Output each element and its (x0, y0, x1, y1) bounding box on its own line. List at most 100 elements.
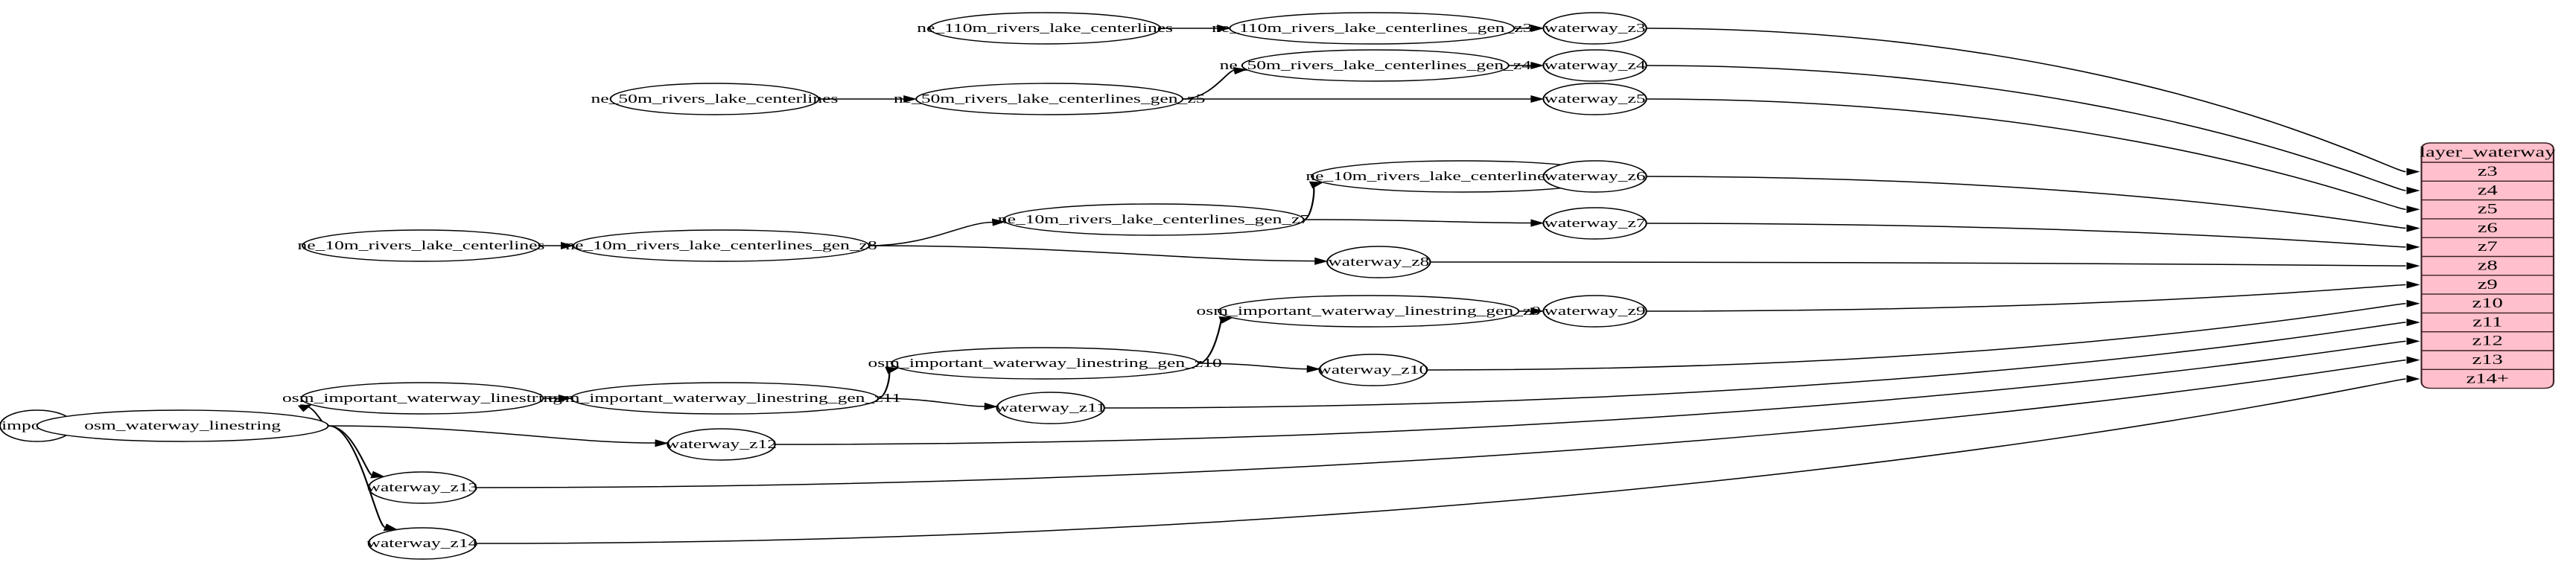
edge-arrow (1530, 307, 1545, 316)
layer-table-row-z4[interactable]: z4 (2478, 182, 2498, 198)
edge-waterway_z4-to-layer_waterway-z4 (1646, 65, 2406, 191)
edge-waterway_z8-to-layer_waterway-z8 (1430, 261, 2406, 267)
node-label: osm_waterway_linestring (84, 418, 281, 433)
layer-table-row-z14plus[interactable]: z14+ (2467, 371, 2509, 386)
node-ne_110m_rivers_lake_centerlines_gen_z3[interactable]: ne_110m_rivers_lake_centerlines_gen_z3 (1212, 12, 1532, 45)
layer-table-row-z9[interactable]: z9 (2478, 276, 2498, 292)
node-shape (1218, 295, 1520, 328)
edge-arrow (2406, 374, 2420, 383)
edge-waterway_z12-to-layer_waterway-z12 (775, 340, 2406, 445)
node-ne_50m_rivers_lake_centerlines_gen_z5[interactable]: ne_50m_rivers_lake_centerlines_gen_z5 (894, 83, 1205, 115)
node-waterway_z14[interactable]: waterway_z14 (367, 527, 478, 560)
node-shape (1542, 295, 1647, 328)
layer-table-row-z10[interactable]: z10 (2472, 296, 2503, 311)
node-ne_10m_rivers_lake_centerlines_gen_z7[interactable]: ne_10m_rivers_lake_centerlines_gen_z7 (998, 203, 1310, 236)
edge-arrow (991, 218, 1006, 226)
node-shape (36, 409, 329, 442)
node-osm_important_waterway_linestring_gen_z10[interactable]: osm_important_waterway_linestring_gen_z1… (868, 347, 1222, 380)
layer-table-row-z3[interactable]: z3 (2478, 164, 2498, 179)
edge-osm_important_waterway_linestring_gen_z10-to-waterway_z10 (1198, 363, 1308, 370)
node-label: waterway_z4 (1544, 58, 1645, 72)
node-ne_50m_rivers_lake_centerlines_gen_z4[interactable]: ne_50m_rivers_lake_centerlines_gen_z4 (1220, 49, 1532, 82)
node-shape (1542, 83, 1647, 115)
node-waterway_z13[interactable]: waterway_z13 (367, 471, 478, 504)
edge-arrow (885, 366, 900, 374)
node-osm_waterway_linestring[interactable]: osm_waterway_linestring (36, 409, 329, 442)
node-label: ne_10m_rivers_lake_centerlines_gen_z8 (565, 238, 877, 252)
edge-arrow (383, 523, 398, 532)
layer-table-row-z12[interactable]: z12 (2472, 333, 2503, 348)
node-label: ne_10m_rivers_lake_centerlines_gen_z6 (1306, 169, 1618, 183)
layer-table-row-z7[interactable]: z7 (2478, 239, 2498, 255)
layer-table-row-z13[interactable]: z13 (2472, 352, 2503, 368)
node-osm_important_waterway_linestring_gen_z9[interactable]: osm_important_waterway_linestring_gen_z9 (1197, 295, 1541, 328)
node-waterway_z5[interactable]: waterway_z5 (1542, 83, 1647, 115)
node-osm_important_waterway_linestring[interactable]: osm_important_waterway_linestring (282, 382, 562, 415)
edge-arrow (1314, 257, 1329, 265)
node-ne_10m_rivers_lake_centerlines_gen_z8[interactable]: ne_10m_rivers_lake_centerlines_gen_z8 (565, 229, 877, 262)
node-waterway_z4[interactable]: waterway_z4 (1542, 49, 1647, 82)
node-shape (1002, 203, 1305, 236)
edge-waterway_z7-to-layer_waterway-z7 (1646, 223, 2406, 248)
edge-arrow (1218, 316, 1233, 324)
edge-osm_important_waterway_linestring_gen_z11-to-waterway_z11 (878, 398, 986, 407)
node-ne_50m_rivers_lake_centerlines[interactable]: ne_50m_rivers_lake_centerlines (591, 83, 839, 115)
node-label: waterway_z8 (1328, 255, 1429, 269)
node-shape (1542, 49, 1647, 82)
node-label: waterway_z11 (996, 401, 1106, 415)
edge-waterway_z6-to-layer_waterway-z6 (1646, 176, 2406, 229)
node-waterway_z9[interactable]: waterway_z9 (1542, 295, 1647, 328)
edge-arrow (2406, 262, 2420, 270)
node-waterway_z7[interactable]: waterway_z7 (1542, 207, 1647, 240)
node-waterway_z12[interactable]: waterway_z12 (666, 428, 777, 461)
node-label: ne_110m_rivers_lake_centerlines (917, 21, 1173, 35)
edge-arrow (1530, 61, 1545, 70)
node-waterway_z6[interactable]: waterway_z6 (1542, 160, 1647, 193)
layer-table-row-z11[interactable]: z11 (2472, 314, 2502, 330)
edge-arrow (2406, 224, 2420, 232)
edge-arrow (1308, 181, 1324, 189)
node-shape (300, 382, 544, 415)
node-waterway_z3[interactable]: waterway_z3 (1542, 12, 1647, 45)
edge-arrow (1530, 219, 1545, 227)
edge-arrow (297, 404, 313, 412)
layer-waterway-table: layer_waterwayz3z4z5z6z7z8z9z10z11z12z13… (2420, 142, 2556, 389)
edge-arrow (561, 241, 575, 250)
edge-arrow (370, 470, 385, 479)
node-ne_10m_rivers_lake_centerlines_gen_z6[interactable]: ne_10m_rivers_lake_centerlines_gen_z6 (1306, 160, 1618, 193)
node-label: osm_important_waterway_linestring_gen_z1… (868, 356, 1222, 370)
edge-arrow (655, 439, 669, 447)
node-shape (302, 229, 541, 262)
node-waterway_z11[interactable]: waterway_z11 (996, 392, 1106, 424)
node-waterway_z8[interactable]: waterway_z8 (1326, 246, 1431, 278)
edge-waterway_z14-to-layer_waterway-z14- (476, 378, 2406, 544)
edge-waterway_z3-to-layer_waterway-z3 (1646, 28, 2406, 173)
node-label: waterway_z9 (1544, 304, 1645, 318)
edge-arrow (2406, 318, 2420, 327)
node-label: waterway_z3 (1544, 21, 1645, 35)
layer-table-row-z6[interactable]: z6 (2478, 220, 2498, 235)
edge-waterway_z5-to-layer_waterway-z5 (1646, 98, 2406, 210)
edge-arrow (984, 402, 998, 410)
node-ne_110m_rivers_lake_centerlines[interactable]: ne_110m_rivers_lake_centerlines (917, 12, 1173, 45)
node-label: ne_10m_rivers_lake_centerlines_gen_z7 (998, 212, 1310, 226)
node-ne_10m_rivers_lake_centerlines[interactable]: ne_10m_rivers_lake_centerlines (298, 229, 545, 262)
edge-arrow (1530, 95, 1545, 103)
edge-osm_waterway_linestring-to-waterway_z14 (328, 425, 387, 529)
node-shape (1542, 12, 1647, 45)
node-shape (667, 428, 776, 461)
layer-table-row-z5[interactable]: z5 (2478, 201, 2498, 217)
node-shape (609, 83, 820, 115)
edge-waterway_z13-to-layer_waterway-z13 (476, 359, 2406, 488)
edge-waterway_z11-to-layer_waterway-z11 (1104, 322, 2406, 409)
node-shape (1241, 49, 1510, 82)
layer-table-row-z8[interactable]: z8 (2478, 258, 2498, 273)
node-shape (1318, 354, 1428, 386)
edge-ne_10m_rivers_lake_centerlines_gen_z7-to-waterway_z7 (1303, 219, 1533, 224)
node-waterway_z10[interactable]: waterway_z10 (1317, 354, 1428, 386)
node-shape (891, 347, 1200, 380)
node-osm_important_waterway_linestring_gen_z11[interactable]: osm_important_waterway_linestring_gen_z1… (548, 382, 901, 415)
edge-ne_10m_rivers_lake_centerlines_gen_z8-to-waterway_z8 (869, 245, 1317, 262)
